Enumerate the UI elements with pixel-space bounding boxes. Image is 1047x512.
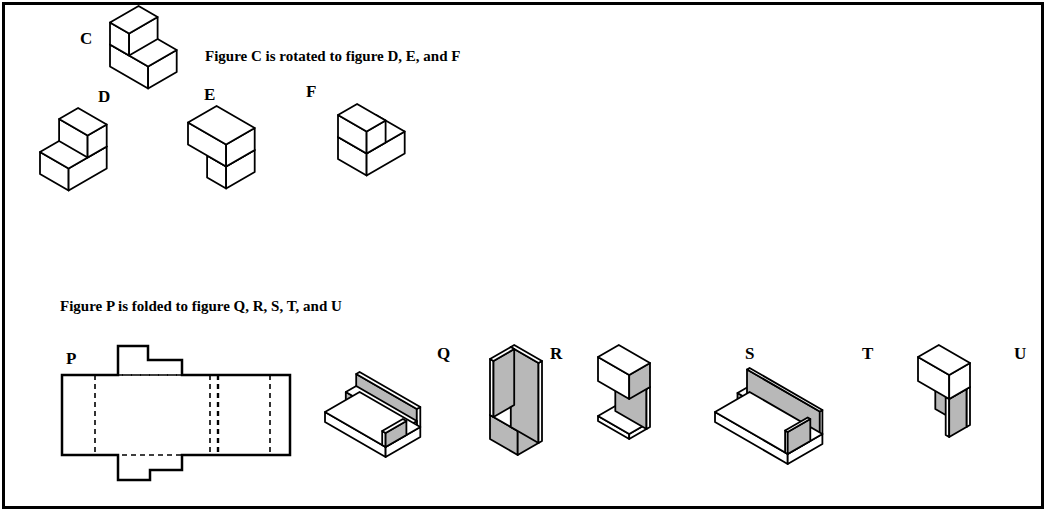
solid-face [598, 345, 650, 375]
net-figure [62, 346, 290, 480]
solid-face [490, 347, 514, 361]
figure-letter: Q [437, 345, 450, 364]
figure-letter: C [80, 30, 92, 49]
solid-face [820, 410, 823, 436]
solid-face [511, 345, 542, 363]
block-e [188, 106, 255, 189]
figure-letter: R [550, 345, 562, 364]
folded-q [325, 372, 420, 457]
folded-u [918, 345, 970, 437]
folded-t [715, 368, 822, 464]
block-d [40, 108, 107, 191]
figure-letter: U [1014, 345, 1026, 364]
solid-figures [40, 6, 970, 464]
solid-face [715, 392, 822, 454]
solid-face [59, 108, 107, 136]
block-c [110, 6, 177, 89]
figure-letter: D [98, 88, 110, 107]
figure-letter: S [745, 345, 754, 364]
solid-face [110, 6, 158, 34]
figure-letter: T [862, 345, 873, 364]
solid-face [539, 361, 543, 443]
figure-letter: E [204, 86, 215, 105]
solid-face [338, 104, 386, 132]
solid-face [785, 418, 810, 433]
folded-r [490, 345, 542, 455]
solid-face [188, 106, 255, 145]
instruction-text: Figure P is folded to figure Q, R, S, T,… [60, 298, 342, 315]
folded-s [598, 345, 650, 439]
solid-face [647, 387, 651, 429]
figure-letter: P [66, 350, 76, 369]
solid-face [382, 419, 406, 433]
figure-letter: F [306, 83, 316, 102]
block-f [338, 104, 405, 176]
solid-face [325, 392, 420, 447]
solid-face [918, 345, 970, 375]
instruction-text: Figure C is rotated to figure D, E, and … [205, 48, 460, 65]
